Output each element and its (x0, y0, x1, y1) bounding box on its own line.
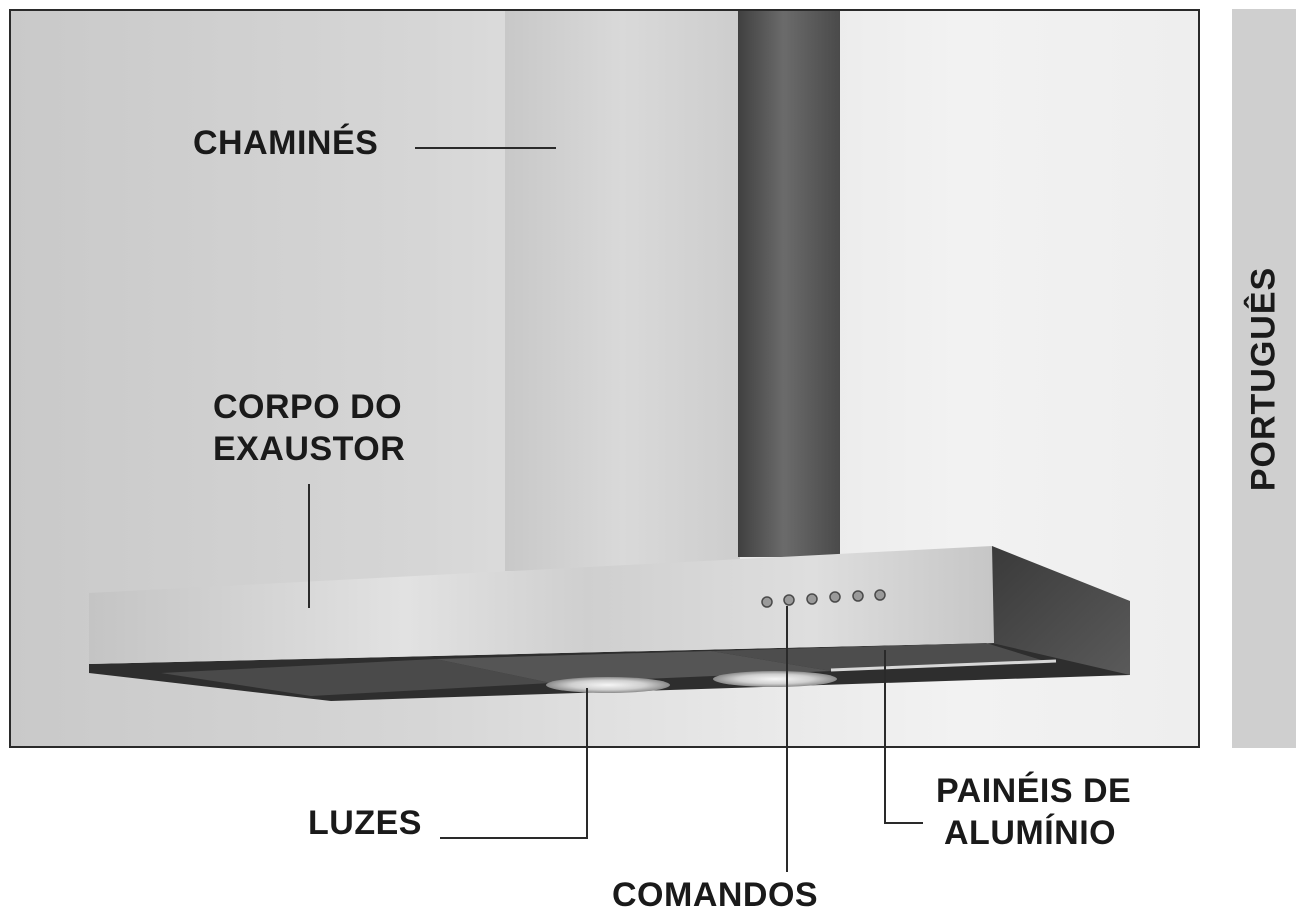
lights-leader-line (440, 688, 588, 839)
label-controls: COMANDOS (612, 874, 818, 916)
range-hood-illustration (89, 11, 1130, 701)
label-chimneys: CHAMINÉS (193, 122, 378, 164)
control-button-3 (806, 593, 818, 605)
filter-panel-1 (161, 659, 551, 696)
panels-leader-line (884, 650, 923, 824)
hood-front (89, 546, 994, 664)
label-aluminium-panels-line1: PAINÉIS DE (936, 772, 1132, 810)
label-hood-body-line2: EXAUSTOR (213, 430, 406, 468)
control-button-5 (852, 590, 864, 602)
label-lights: LUZES (308, 802, 422, 844)
control-button-6 (874, 589, 886, 601)
light-left (546, 677, 670, 693)
control-buttons (761, 589, 886, 608)
control-button-1 (761, 596, 773, 608)
label-controls-text: COMANDOS (612, 876, 819, 914)
filter-rail (830, 659, 1057, 672)
label-chimneys-text: CHAMINÉS (193, 124, 379, 162)
chimney-front (505, 11, 740, 571)
label-hood-body-line1: CORPO DO (213, 388, 403, 426)
chimney-side (738, 11, 840, 557)
label-aluminium-panels-line2: ALUMÍNIO (944, 814, 1117, 852)
language-side-tab: PORTUGUÊS (1232, 9, 1296, 748)
control-button-2 (783, 594, 795, 606)
label-lights-text: LUZES (308, 804, 422, 842)
language-label: PORTUGUÊS (1244, 266, 1283, 491)
label-hood-body: CORPO DO EXAUSTOR (213, 386, 405, 470)
hood-side (992, 546, 1130, 675)
label-aluminium-panels: PAINÉIS DE ALUMÍNIO (936, 770, 1131, 854)
range-hood-photo (9, 9, 1200, 748)
light-right (713, 671, 837, 687)
control-button-4 (829, 591, 841, 603)
